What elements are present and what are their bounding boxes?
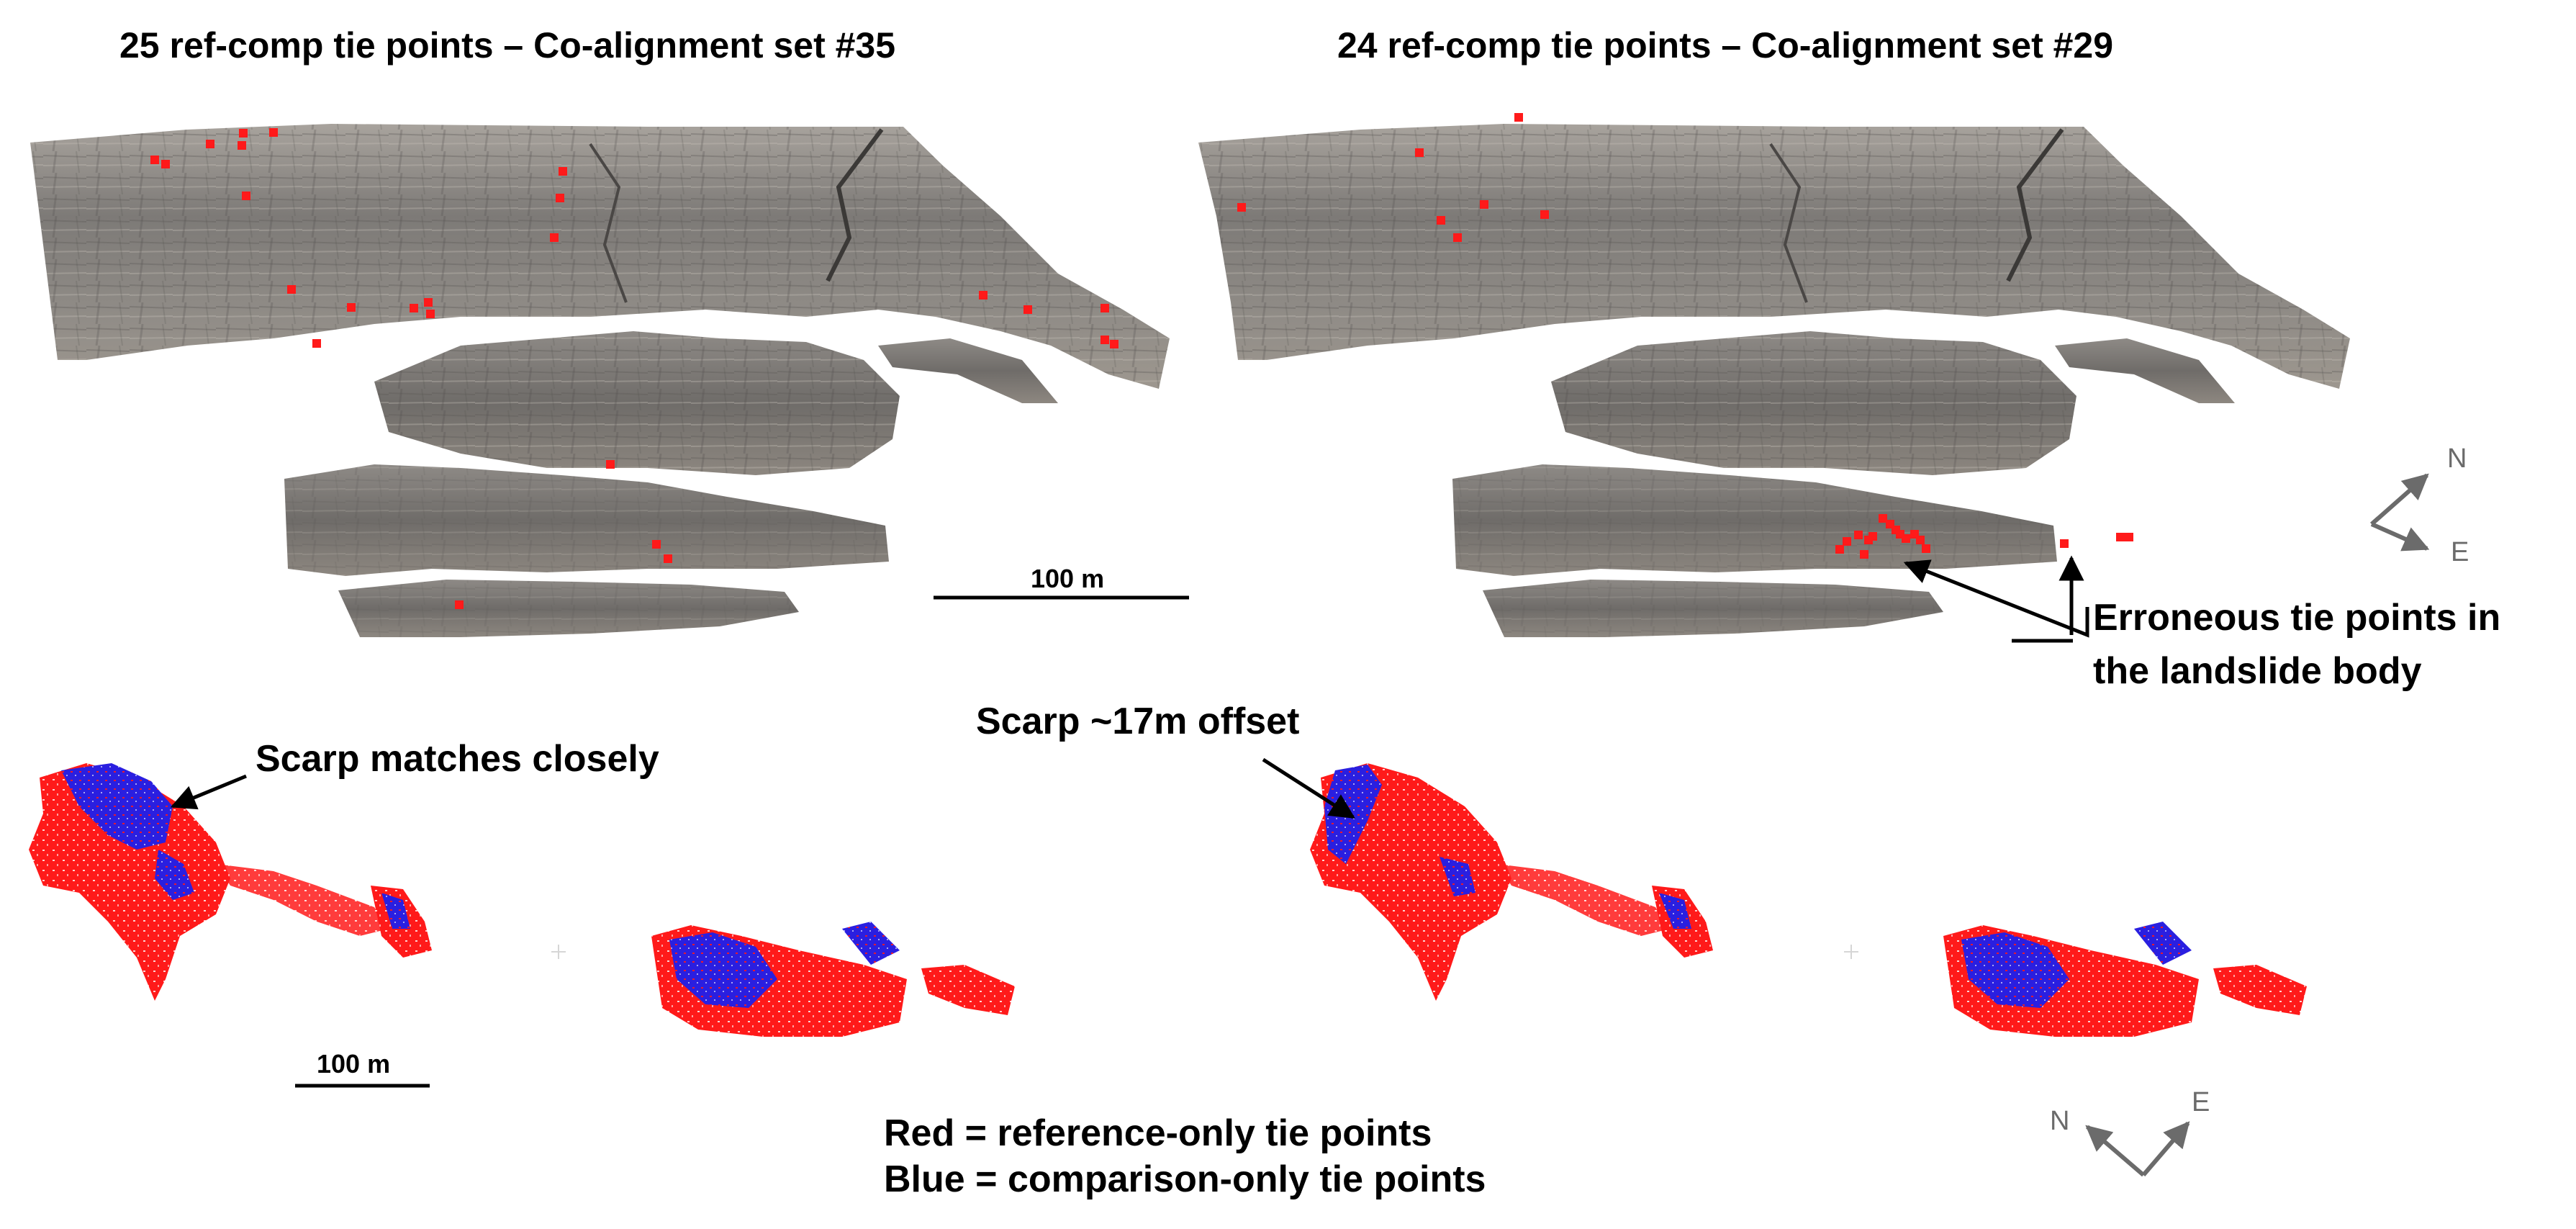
left-tie-point-10 [550,233,559,242]
scarp-close-arrow [170,774,247,810]
right-tie-point-17 [1902,534,1910,543]
right-tie-point-10 [1854,531,1863,539]
left-tie-point-8 [556,194,564,202]
orthomosaic-left [30,124,1170,637]
compass-bottom-e-label: E [2192,1087,2210,1117]
left-tie-point-24 [664,554,672,563]
right-tie-point-1 [1514,113,1523,122]
right-tie-point-12 [1868,532,1877,541]
left-tie-point-15 [426,310,435,318]
point-cloud-left [29,763,1015,1037]
right-tie-point-22 [2116,533,2125,541]
left-tie-point-23 [652,540,661,549]
right-tie-point-13 [1879,514,1887,523]
scarp-close-label: Scarp matches closely [256,738,659,780]
erroneous-arrows [1903,555,2089,643]
left-tie-point-4 [239,129,248,138]
left-tie-point-6 [269,128,278,137]
legend-red: Red = reference-only tie points [884,1112,1432,1154]
right-tie-point-19 [1916,536,1925,544]
scarp-offset-label: Scarp ~17m offset [976,701,1300,742]
left-tie-point-13 [410,304,418,312]
erroneous-label-line2: the landslide body [2093,650,2422,692]
right-tie-point-7 [1453,233,1462,242]
left-tie-point-21 [1110,340,1118,348]
left-tie-point-16 [312,339,321,348]
left-tie-point-9 [242,192,250,200]
right-tie-point-5 [1480,200,1488,209]
left-tie-point-14 [424,298,433,307]
left-tie-point-2 [161,160,170,168]
left-tie-point-12 [347,303,356,312]
right-tie-point-21 [2060,539,2069,548]
compass-top [2370,473,2430,552]
tie-points-left [150,128,1118,609]
left-tie-point-19 [1101,304,1109,312]
right-tie-point-6 [1540,210,1549,219]
compass-top-e-label: E [2451,537,2469,567]
right-tie-point-3 [1237,203,1246,212]
point-cloud-right [1310,763,2307,1037]
crosshair-markers [551,945,1858,959]
compass-bottom-n-label: N [2050,1106,2070,1136]
right-tie-point-24 [1860,550,1868,559]
orthomosaic-right [1198,124,2350,637]
legend-blue: Blue = comparison-only tie points [884,1158,1486,1200]
title-left: 25 ref-comp tie points – Co-alignment se… [119,25,896,66]
right-tie-point-20 [1922,544,1930,553]
erroneous-label-line1: Erroneous tie points in [2093,597,2501,639]
left-tie-point-25 [455,600,464,609]
left-tie-point-3 [206,140,214,148]
compass-top-n-label: N [2447,444,2467,474]
left-tie-point-5 [238,141,246,150]
left-tie-point-11 [287,285,296,294]
left-tie-point-1 [150,156,159,164]
right-tie-point-2 [1415,148,1424,157]
right-tie-point-4 [1437,216,1445,225]
scale-bar-bottom-label: 100 m [317,1049,391,1079]
right-tie-point-9 [1843,537,1851,546]
compass-bottom [2085,1121,2190,1177]
left-tie-point-17 [979,291,988,300]
left-tie-point-7 [559,167,567,176]
left-tie-point-20 [1101,336,1109,344]
tie-points-right [1237,113,2133,559]
right-tie-point-8 [1835,545,1844,554]
scale-bar-top-label: 100 m [1031,564,1105,593]
title-right: 24 ref-comp tie points – Co-alignment se… [1337,25,2114,66]
right-tie-point-23 [2125,533,2133,541]
left-tie-point-22 [606,460,615,469]
left-tie-point-18 [1023,305,1032,314]
scarp-offset-arrow [1262,757,1355,819]
